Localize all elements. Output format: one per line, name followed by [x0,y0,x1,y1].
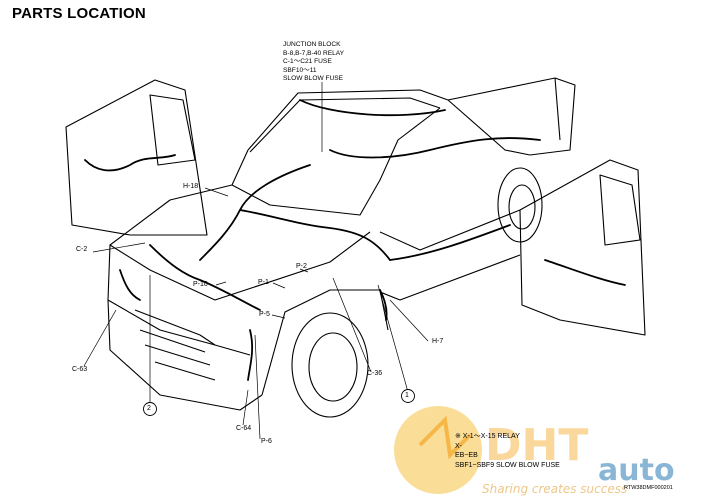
junction-block-line: SLOW BLOW FUSE [283,75,344,83]
legend-line: EB~EB [455,452,478,459]
callout-p2: P-2 [296,263,307,270]
right-door-harness [544,259,626,286]
rear-wheel [497,167,543,243]
callout-number-2: 2 [147,405,151,412]
engine-harness [149,244,261,311]
callout-p5: P-5 [259,311,270,318]
left-door-outline [65,79,208,236]
svg-text:Sharing creates success: Sharing creates success [482,482,627,496]
callout-circle-1 [401,389,415,403]
svg-text:auto: auto [598,453,675,488]
hood-outline [107,184,233,346]
callout-c2: C-2 [76,246,88,253]
callout-h7: H-7 [432,338,444,345]
callout-p1: P-1 [258,279,269,286]
callout-p10: P-10 [193,281,208,288]
page-title: PARTS LOCATION [12,5,146,22]
junction-block-line: JUNCTION BLOCK [283,41,341,48]
junction-block-line: B-8,B-7,B-40 RELAY [283,49,345,57]
callout-c63: C-63 [72,366,88,373]
legend-line: ※ X-1～X-15 RELAY [455,433,520,440]
callout-c36: C-36 [367,370,383,377]
right-door-outline [519,159,646,336]
callout-p6: P-6 [261,438,272,445]
windshield [231,107,441,216]
junction-block-label: JUNCTION BLOCK B-8,B-7,B-40 RELAY C-1～C2… [283,41,344,84]
truck-bed [447,77,576,156]
callout-h18: H-18 [183,183,199,190]
legend-line: X- [455,442,462,450]
callout-circle-2 [143,402,157,416]
callout-number-1: 1 [405,392,409,399]
windshield-top [249,97,441,153]
junction-block-line: C-1～C21 FUSE [283,58,332,66]
svg-text:DHT: DHT [485,420,588,471]
left-door-harness [84,154,176,172]
callout-c64: C-64 [236,425,252,432]
left-door-window [149,94,196,166]
dht-auto-watermark-logo: DHT auto Sharing creates success [394,406,675,496]
legend-line: SBF1~SBF9 SLOW BLOW FUSE [455,461,560,469]
image-code: RTW38DMF000201 [624,485,673,491]
right-door-window [599,174,641,246]
roof-harness [299,99,446,117]
front-bumper [107,299,263,411]
cab-roof [247,89,531,156]
junction-block-line: SBF10～11 [283,66,317,74]
relay-fuse-legend: ※ X-1～X-15 RELAY X- EB~EB SBF1~SBF9 SLOW… [455,432,560,470]
